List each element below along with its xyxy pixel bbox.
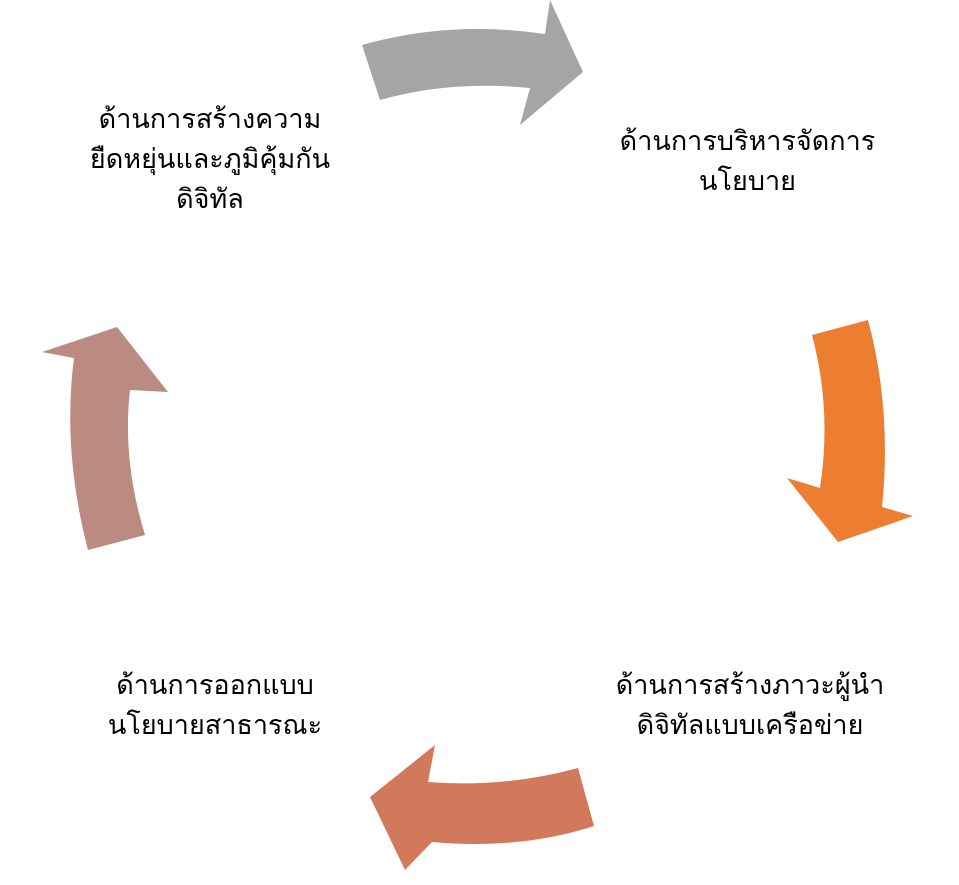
arrow-right-icon (787, 320, 913, 542)
node-line: ดิจิทัล (176, 184, 244, 215)
node-line: ด้านการสร้างความ (98, 104, 322, 135)
node-line: นโยบาย (699, 166, 796, 197)
node-digital-resilience: ด้านการสร้างความ ยืดหยุ่นและภูมิคุ้มกัน … (60, 100, 360, 220)
node-line: ด้านการออกแบบ (116, 670, 314, 701)
node-line: ด้านการบริหารจัดการ (619, 126, 876, 157)
node-line: ด้านการสร้างภาวะผู้นำ (615, 670, 885, 701)
arrow-bottom-icon (370, 745, 594, 870)
arrow-top-icon (362, 0, 583, 125)
node-line: ยืดหยุ่นและภูมิคุ้มกัน (89, 144, 331, 175)
node-digital-leadership: ด้านการสร้างภาวะผู้นำ ดิจิทัลแบบเครือข่า… (590, 666, 910, 746)
node-public-policy-design: ด้านการออกแบบ นโยบายสาธารณะ (60, 666, 370, 746)
arrow-left-icon (42, 327, 168, 550)
node-line: ดิจิทัลแบบเครือข่าย (636, 710, 864, 741)
node-policy-management: ด้านการบริหารจัดการ นโยบาย (595, 122, 900, 202)
node-line: นโยบายสาธารณะ (107, 710, 323, 741)
